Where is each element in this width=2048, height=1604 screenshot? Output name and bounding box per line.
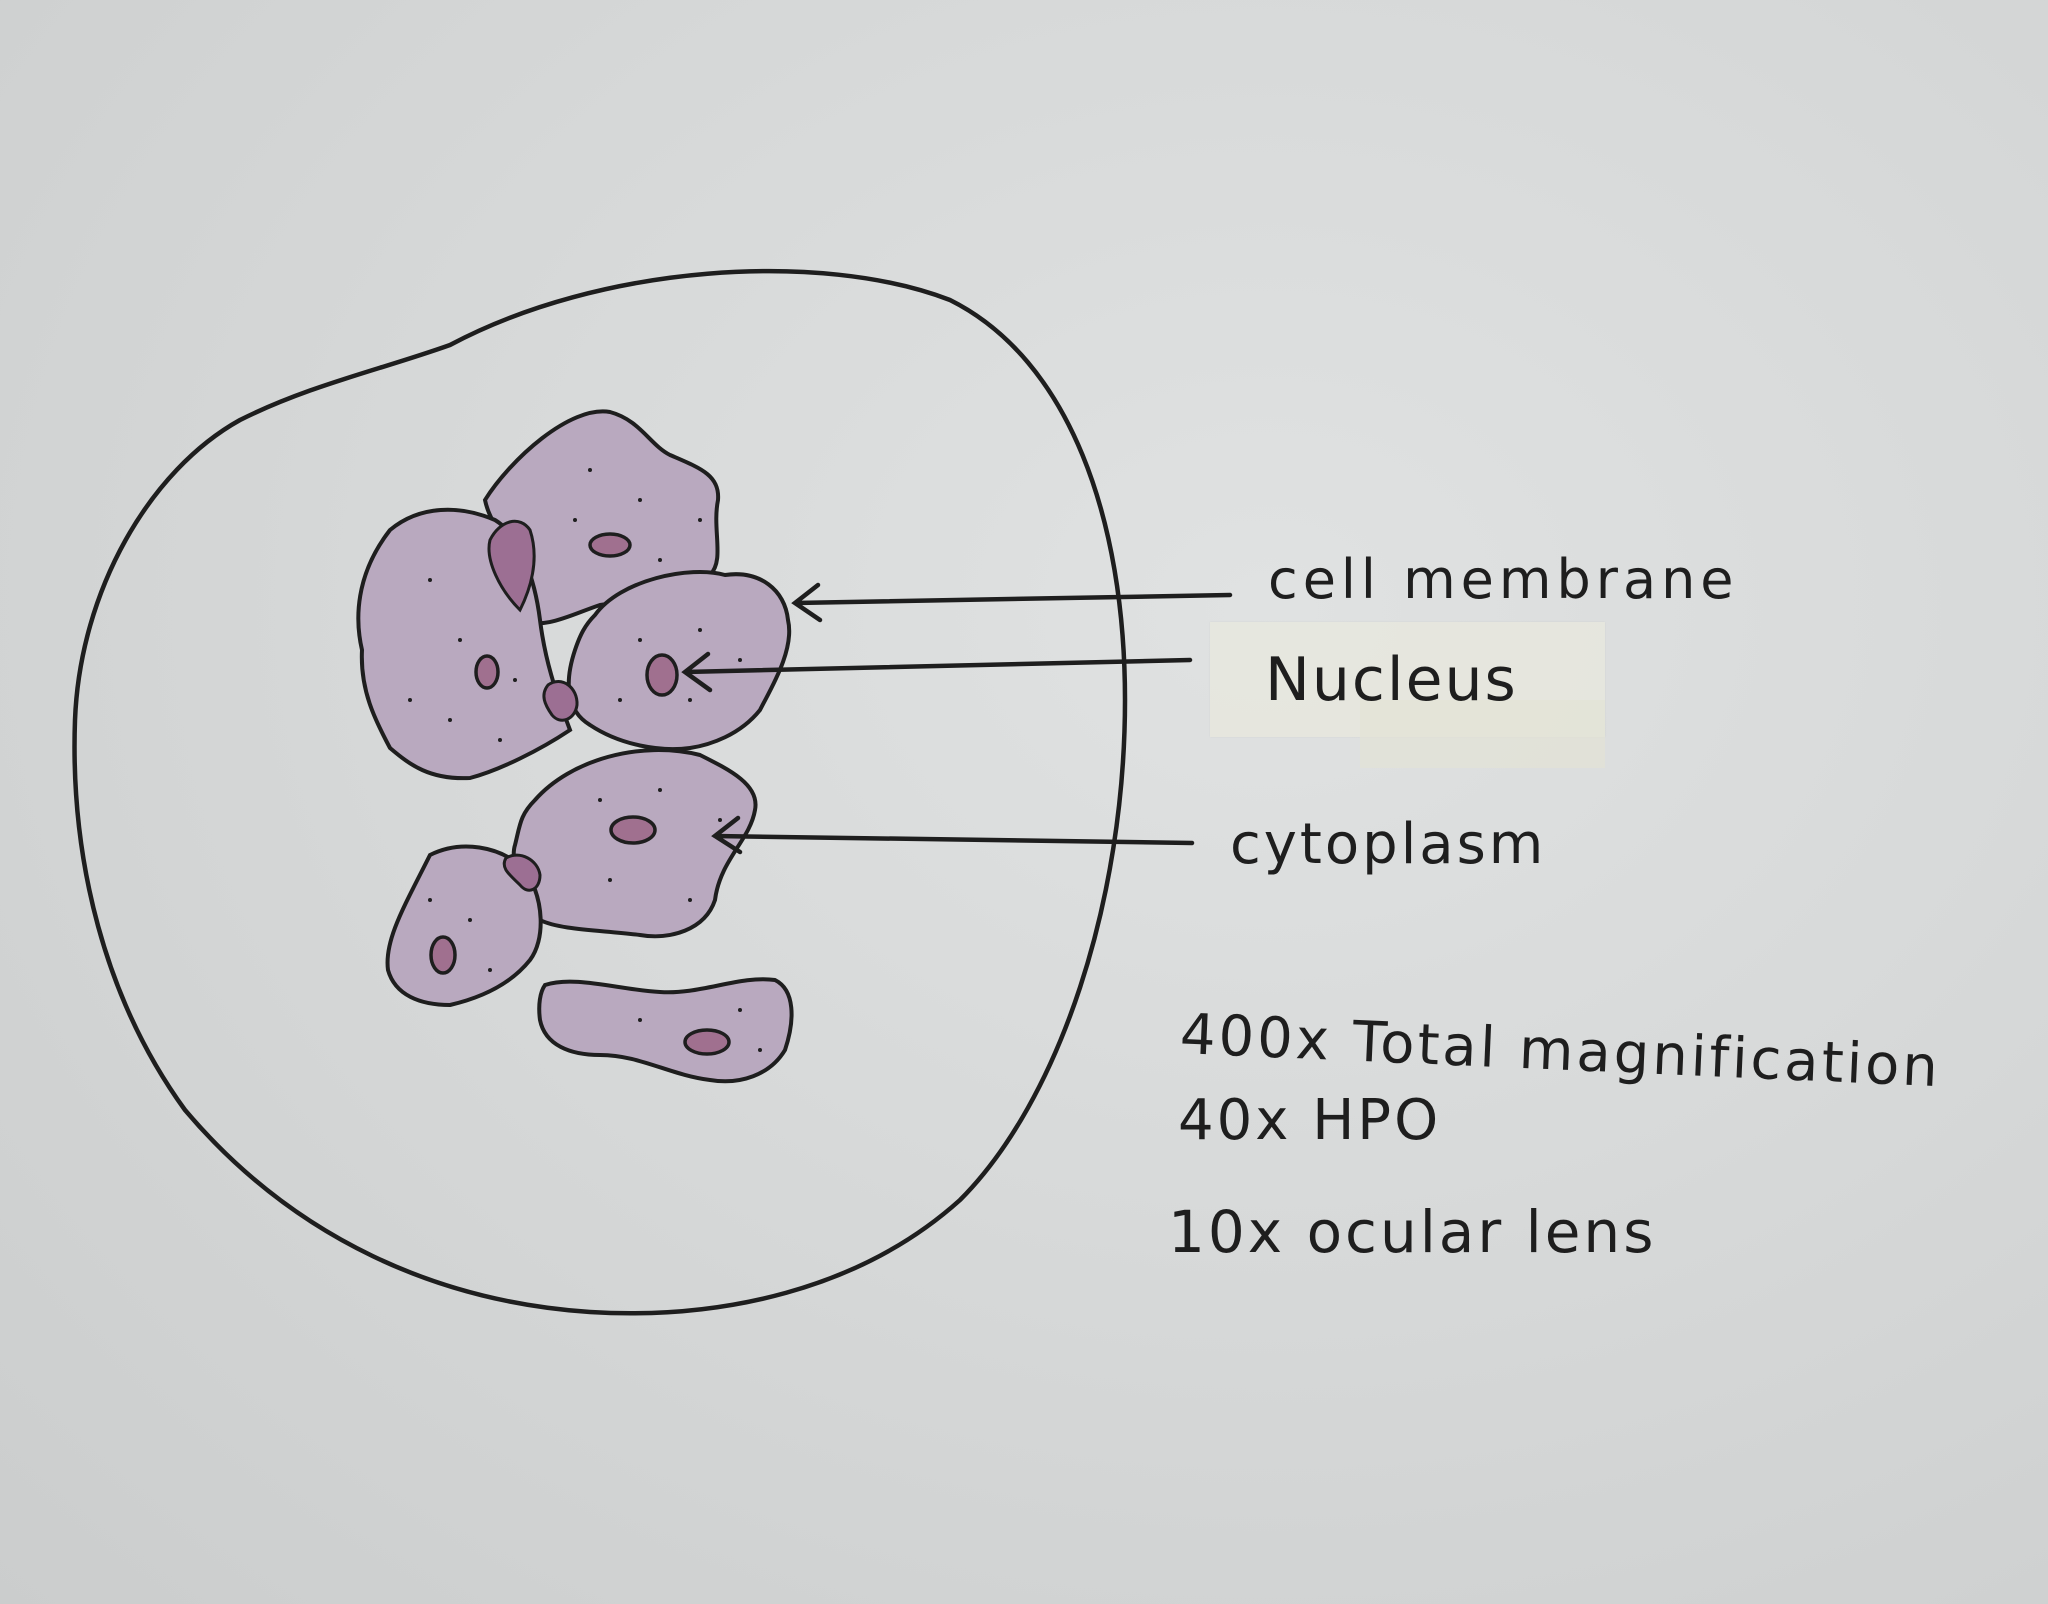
cell-bottom bbox=[537, 977, 794, 1084]
cytoplasm-speckles bbox=[408, 468, 762, 1052]
overlap-region-center bbox=[542, 680, 579, 722]
ocular-lens-note: 10x ocular lens bbox=[1168, 1198, 1657, 1266]
nucleus-cell-bottom bbox=[683, 1028, 731, 1056]
cell-middle bbox=[566, 570, 792, 752]
label-cell-membrane: cell membrane bbox=[1268, 548, 1739, 611]
arrow-cytoplasm bbox=[711, 815, 1195, 855]
objective-lens-note: 40x HPO bbox=[1178, 1088, 1442, 1153]
label-nucleus: Nucleus bbox=[1265, 645, 1518, 715]
overlap-region-top bbox=[487, 519, 536, 613]
nucleus-cell-top bbox=[588, 532, 632, 558]
arrow-nucleus bbox=[681, 651, 1193, 693]
tape-strip-lower bbox=[1360, 700, 1605, 768]
overlap-region-lower bbox=[502, 853, 542, 892]
nucleus-cell-left bbox=[474, 654, 500, 690]
pointer-arrows bbox=[681, 582, 1233, 855]
nucleus-cell-small bbox=[429, 935, 457, 975]
field-of-view-circle bbox=[72, 268, 1128, 1316]
arrow-cell-membrane bbox=[791, 582, 1233, 623]
nucleus-cell-middle bbox=[645, 653, 679, 697]
label-cytoplasm: cytoplasm bbox=[1230, 812, 1547, 877]
nucleus-cell-lower bbox=[609, 815, 657, 845]
